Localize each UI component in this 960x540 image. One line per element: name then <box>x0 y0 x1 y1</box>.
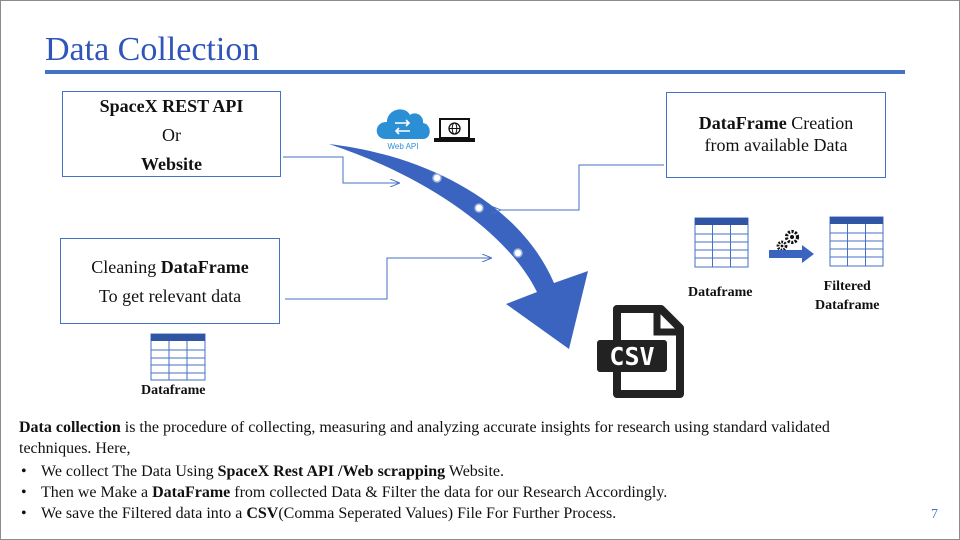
source-or-text: Or <box>162 125 181 145</box>
cleaning-subtitle: To get relevant data <box>98 286 242 306</box>
bullet-bold: DataFrame <box>152 484 231 501</box>
cloud-sync-icon: Web API <box>376 109 430 151</box>
bullet-item: • We collect The Data Using SpaceX Rest A… <box>21 461 899 482</box>
laptop-globe-icon <box>434 118 475 142</box>
bullet-marker: • <box>21 484 27 501</box>
page-number: 7 <box>931 507 938 522</box>
creation-box: DataFrame Creation from available Data <box>666 92 886 178</box>
bullet-post: from collected Data & Filter the data fo… <box>230 484 668 501</box>
title-underline <box>45 70 905 74</box>
description-bullets: • We collect The Data Using SpaceX Rest A… <box>19 461 899 524</box>
description-intro: Data collection is the procedure of coll… <box>19 417 899 459</box>
csv-label: CSV <box>609 342 654 371</box>
creation-suffix: Creation <box>786 113 854 133</box>
bullet-bold: CSV <box>246 505 279 522</box>
bullet-post: Website. <box>445 463 505 480</box>
bullet-pre: We collect The Data Using <box>41 463 218 480</box>
filtered-dataframe-label: Filtered Dataframe <box>815 277 880 315</box>
flow-node <box>513 248 523 258</box>
cleaning-prefix: Cleaning <box>91 257 161 277</box>
source-website-text: Website <box>141 154 202 174</box>
table-icon <box>829 216 884 267</box>
bullet-item: • We save the Filtered data into a CSV(Co… <box>21 503 899 524</box>
connector-create <box>500 164 664 210</box>
filtered-label-line2: Dataframe <box>815 298 880 313</box>
connector-clean <box>285 258 491 300</box>
cleaning-box: Cleaning DataFrame To get relevant data <box>60 238 280 324</box>
source-api-text: SpaceX REST API <box>99 96 244 116</box>
dataframe-right-label: Dataframe <box>688 285 753 300</box>
source-box: SpaceX REST API Or Website <box>62 91 281 177</box>
gears-icon <box>776 229 800 252</box>
connector-source <box>283 156 399 183</box>
csv-file-icon: CSV <box>597 305 684 398</box>
slide-title: Data Collection <box>45 31 260 68</box>
bullet-marker: • <box>21 463 27 480</box>
bullet-pre: We save the Filtered data into a <box>41 505 247 522</box>
bullet-item: • Then we Make a DataFrame from collected… <box>21 482 899 503</box>
bullet-bold: SpaceX Rest API /Web scrapping <box>217 463 446 480</box>
intro-bold: Data collection <box>19 419 121 436</box>
bullet-post: (Comma Seperated Values) File For Furthe… <box>278 505 617 522</box>
filtered-label-line1: Filtered <box>823 279 871 294</box>
bullet-pre: Then we Make a <box>41 484 153 501</box>
intro-rest: is the procedure of collecting, measurin… <box>19 419 830 457</box>
bullet-marker: • <box>21 505 27 522</box>
main-flow-arrow <box>329 144 588 349</box>
table-icon <box>694 217 749 268</box>
cleaning-dataframe-text: DataFrame <box>160 257 249 277</box>
flow-node <box>432 173 442 183</box>
creation-subtitle: from available Data <box>704 135 848 155</box>
filter-arrow <box>769 245 814 263</box>
web-api-label: Web API <box>388 142 419 151</box>
table-icon <box>150 333 206 381</box>
description: Data collection is the procedure of coll… <box>19 417 899 524</box>
creation-dataframe-text: DataFrame <box>698 113 787 133</box>
flow-node <box>474 203 484 213</box>
flow-diagram: Web API CSV <box>150 109 884 398</box>
dataframe-left-label: Dataframe <box>141 383 206 398</box>
